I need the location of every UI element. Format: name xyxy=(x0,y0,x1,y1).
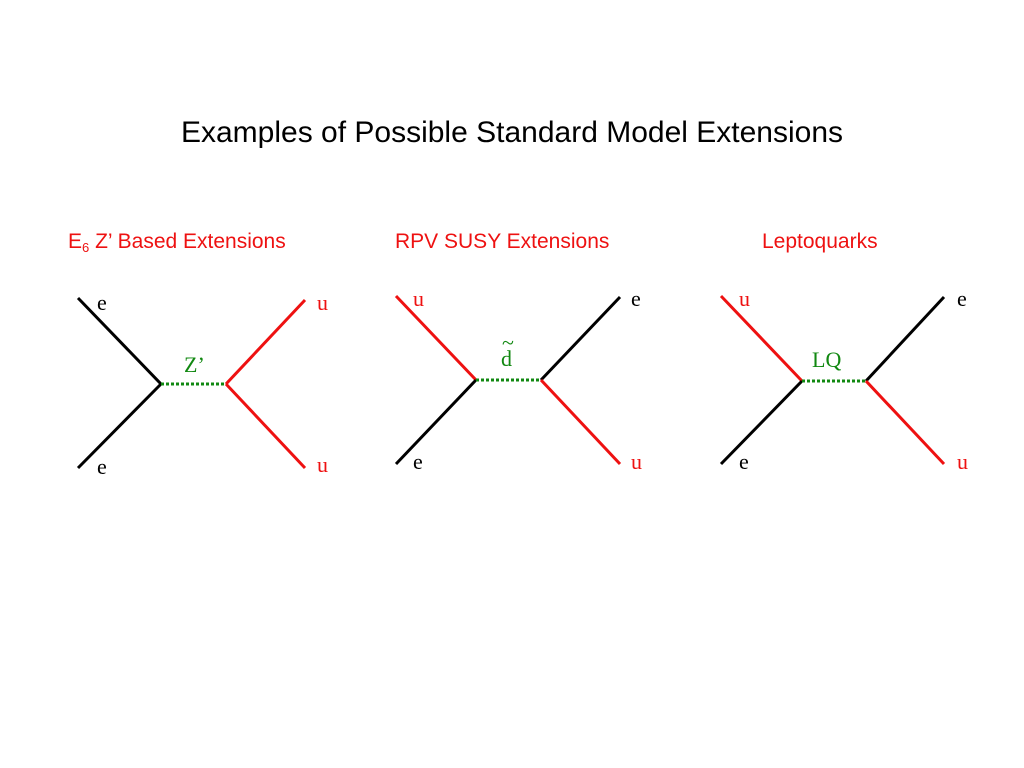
label-squark-d: d xyxy=(501,346,512,371)
label-u-top-right: u xyxy=(317,290,328,315)
quark-line-top-right xyxy=(224,298,307,386)
heading-leptoquarks: Leptoquarks xyxy=(762,230,878,253)
quark-line-bottom-right xyxy=(224,382,307,470)
label-u-top-left: u xyxy=(413,286,424,311)
label-e-bottom-left: e xyxy=(413,449,423,474)
heading-e6-subscript: 6 xyxy=(82,240,90,255)
label-e-bottom-left: e xyxy=(739,449,749,474)
slide-title: Examples of Possible Standard Model Exte… xyxy=(180,116,844,149)
label-e-top-right: e xyxy=(957,286,967,311)
heading-rpv-susy: RPV SUSY Extensions xyxy=(395,230,610,253)
heading-e6-prefix: E xyxy=(68,230,83,253)
label-u-top-left: u xyxy=(739,286,750,311)
label-u-bottom-right: u xyxy=(631,449,642,474)
electron-line-bottom-left xyxy=(394,378,478,466)
diagram-leptoquarks: u e e u LQ xyxy=(719,286,968,474)
electron-line-bottom-left xyxy=(719,379,804,466)
heading-e6-zprime: E6 Z’ Based Extensions xyxy=(68,230,286,255)
label-squark-tilde: ~ xyxy=(502,330,514,355)
label-lq: LQ xyxy=(812,347,841,372)
diagram-rpv-susy: u e e u ~ d xyxy=(394,286,642,474)
quark-line-top-left xyxy=(719,294,804,383)
electron-line-top-left xyxy=(76,296,163,386)
electron-line-bottom-left xyxy=(76,382,163,470)
diagram-e6-zprime: e e u u Z’ xyxy=(76,290,328,479)
electron-line-top-right xyxy=(539,295,622,382)
label-e-top-left: e xyxy=(97,290,107,315)
heading-e6-rest: Z’ Based Extensions xyxy=(89,230,286,253)
label-u-bottom-right: u xyxy=(957,449,968,474)
quark-line-top-left xyxy=(394,294,478,382)
label-e-top-right: e xyxy=(631,286,641,311)
label-u-bottom-right: u xyxy=(317,452,328,477)
quark-line-bottom-right xyxy=(539,378,622,466)
label-zprime: Z’ xyxy=(184,352,205,377)
quark-line-bottom-right xyxy=(864,379,946,466)
electron-line-top-right xyxy=(864,295,946,383)
label-e-bottom-left: e xyxy=(97,454,107,479)
